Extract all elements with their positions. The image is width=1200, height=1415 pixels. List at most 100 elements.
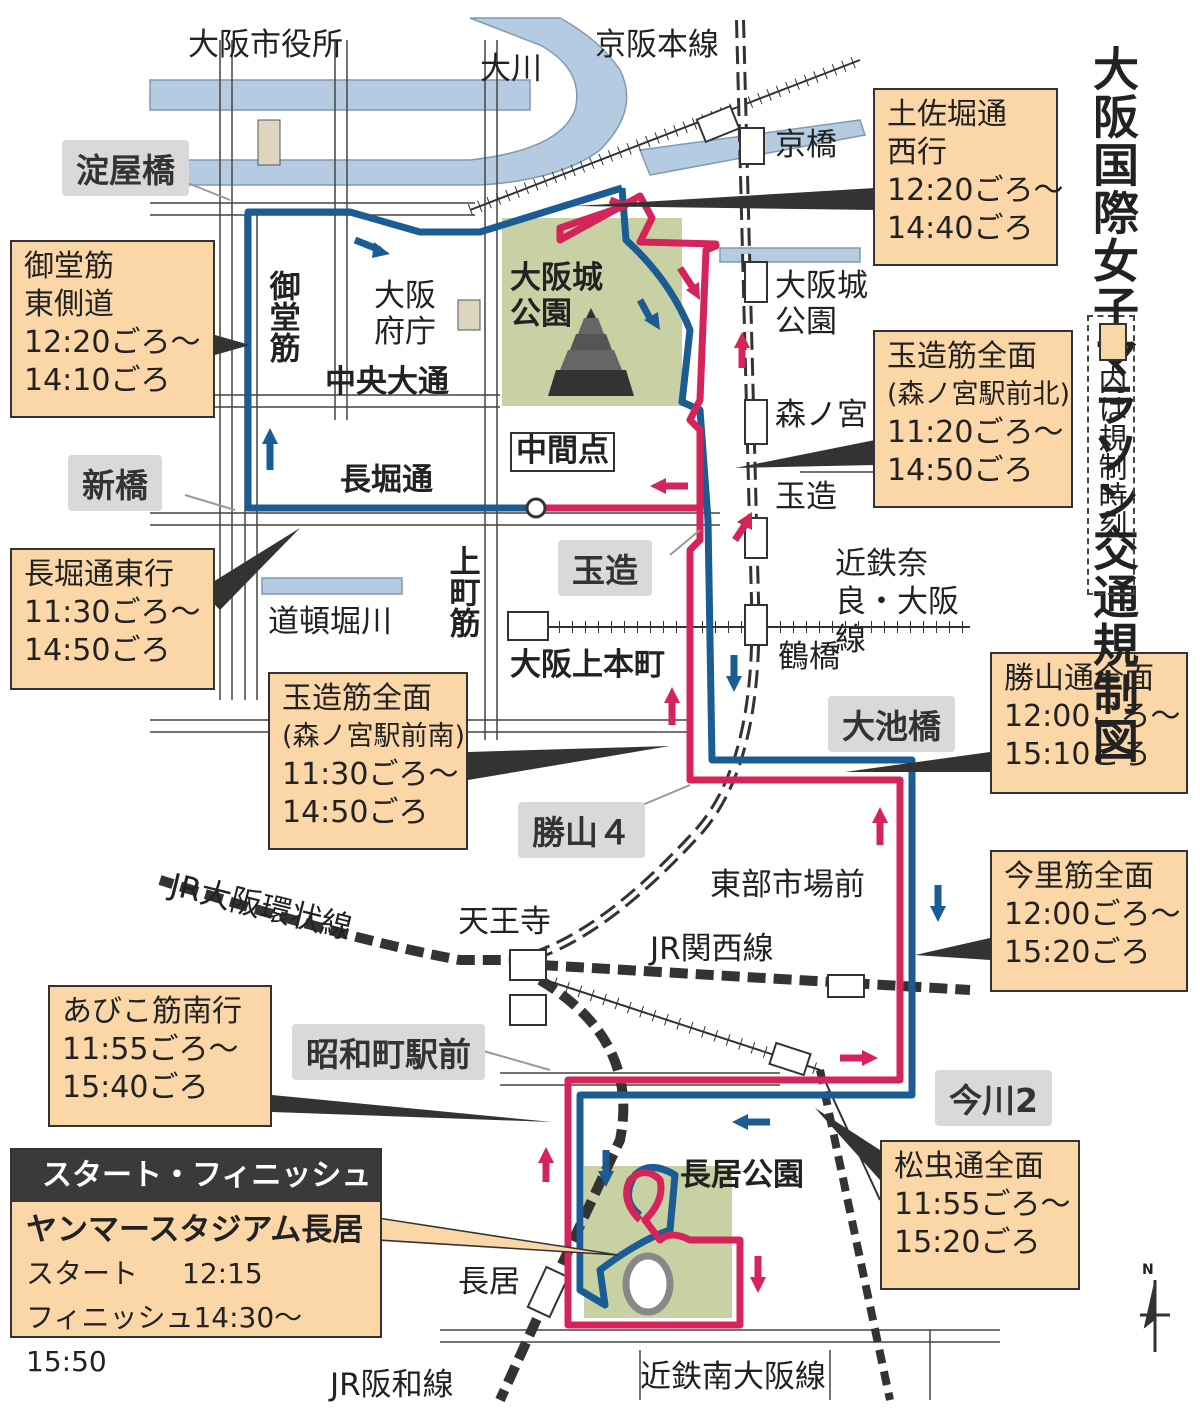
label-jr-kansai: JR関西線 [650, 931, 774, 967]
restriction-line: 15:20ごろ [1004, 935, 1151, 970]
callout-pointers [200, 188, 990, 1256]
label-keihan: 京阪本線 [595, 27, 719, 63]
restriction-box-midosuji: 御堂筋 東側道 12:20ごろ～ 14:10ごろ [10, 240, 215, 418]
restriction-line: 玉造筋全面 [887, 339, 1037, 374]
legend-text: 内は規制時刻 [1094, 365, 1128, 539]
gray-label-imagawa2: 今川2 [935, 1070, 1052, 1126]
label-chuo-odori: 中央大通 [325, 364, 449, 400]
restriction-line: 14:10ごろ [24, 363, 171, 398]
start-row: スタート 12:15 [26, 1252, 366, 1296]
stadium-track-icon [622, 1252, 674, 1316]
restriction-box-imazato: 今里筋全面 12:00ごろ～ 15:20ごろ [990, 850, 1188, 992]
restriction-box-matsumushi: 松虫通全面 11:55ごろ～ 15:20ごろ [880, 1140, 1080, 1290]
restriction-line: 12:00ごろ～ [1004, 699, 1181, 734]
restriction-line: 松虫通全面 [894, 1149, 1044, 1184]
restriction-line: 12:20ごろ～ [24, 325, 201, 360]
north-river [149, 79, 531, 111]
restriction-line: 東側道 [24, 287, 114, 322]
restriction-line: 長堀通東行 [24, 557, 174, 592]
label-midosuji: 御堂筋 [263, 270, 300, 363]
restriction-line: 15:10ごろ [1004, 737, 1151, 772]
restriction-line: 14:50ごろ [887, 453, 1034, 488]
midpoint-marker [525, 497, 547, 519]
restriction-line: 11:30ごろ～ [282, 757, 459, 792]
label-tobu-market: 東部市場前 [710, 867, 865, 903]
restriction-line: 12:00ごろ～ [1004, 897, 1181, 932]
label-okawa: 大川 [480, 51, 542, 87]
restriction-line: 15:40ごろ [62, 1070, 209, 1105]
legend-swatch [1099, 323, 1127, 361]
restriction-line: 14:50ごろ [24, 633, 171, 668]
restriction-line: 11:30ごろ～ [24, 595, 201, 630]
start-finish-box: スタート・フィニッシュ ヤンマースタジアム長居 スタート 12:15 フィニッシュ… [10, 1148, 382, 1378]
restriction-line: 土佐堀通 [887, 97, 1007, 132]
direction-arrows [262, 236, 946, 1293]
start-time: 12:15 [182, 1257, 263, 1290]
return-route-line [536, 192, 904, 1329]
restriction-box-tamatsukuri-north: 玉造筋全面 (森ノ宮駅前北) 11:20ごろ～ 14:50ごろ [873, 330, 1073, 508]
restriction-line: 御堂筋 [24, 249, 114, 284]
jr-kansai-line [539, 960, 971, 995]
label-uehonmachi: 大阪上本町 [510, 647, 665, 683]
restriction-line: 11:55ごろ～ [62, 1032, 239, 1067]
north-arrow-icon [1140, 1280, 1170, 1352]
stations [507, 104, 865, 1319]
gray-label-oikebashi: 大池橋 [828, 696, 955, 752]
gray-label-shinbashi: 新橋 [68, 455, 162, 511]
gray-label-katsuyama4: 勝山４ [518, 802, 645, 858]
north-label: N [1142, 1262, 1154, 1278]
restriction-line: 玉造筋全面 [282, 681, 432, 716]
restriction-line: (森ノ宮駅前北) [887, 379, 1071, 410]
label-prefecture: 大阪府庁 [374, 278, 436, 350]
label-tsuruhashi: 鶴橋 [778, 639, 840, 675]
start-label: スタート [26, 1257, 139, 1290]
restriction-line: 西行 [887, 135, 947, 170]
restriction-line: 勝山通全面 [1004, 661, 1154, 696]
start-finish-heading: スタート・フィニッシュ [12, 1150, 380, 1202]
restriction-line: 12:20ごろ～ [887, 173, 1064, 208]
gray-label-yodoyabashi: 淀屋橋 [62, 140, 189, 196]
label-osakajo-park: 大阪城公園 [510, 260, 603, 332]
prefecture-building [457, 299, 481, 331]
restriction-line: 14:50ごろ [282, 795, 429, 830]
label-nagahori-dori: 長堀通 [340, 462, 433, 498]
venue-name: ヤンマースタジアム長居 [26, 1212, 364, 1248]
jr-hanwa-line [495, 975, 629, 1403]
label-city-hall: 大阪市役所 [188, 27, 343, 63]
label-midpoint: 中間点 [510, 432, 615, 472]
label-kintetsu-minami: 近鉄南大阪線 [640, 1359, 826, 1395]
label-osakajo-park-station: 大阪城公園 [775, 268, 868, 340]
restriction-box-tosabori: 土佐堀通 西行 12:20ごろ～ 14:40ごろ [873, 88, 1064, 266]
label-morinomiya: 森ノ宮 [775, 397, 868, 433]
restriction-line: 今里筋全面 [1004, 859, 1154, 894]
label-tennoji: 天王寺 [458, 904, 551, 940]
label-kintetsu-nara: 近鉄奈良・大阪線 [835, 546, 959, 658]
restriction-line: あびこ筋南行 [62, 994, 242, 1029]
label-nagai-park: 長居公園 [680, 1157, 804, 1193]
restriction-line: 11:55ごろ～ [894, 1187, 1071, 1222]
restriction-box-nagahori: 長堀通東行 11:30ごろ～ 14:50ごろ [10, 548, 215, 690]
restriction-line: 15:20ごろ [894, 1225, 1041, 1260]
label-nagai: 長居 [458, 1264, 520, 1300]
osaka-castle-icon [548, 308, 634, 396]
gray-label-tamatsukuri: 玉造 [558, 540, 652, 596]
label-dotonbori: 道頓堀川 [268, 604, 392, 640]
map-title: 大阪国際女子マラソン交通規制図 [1086, 45, 1140, 765]
label-tamatsukuri-station: 玉造 [775, 479, 837, 515]
canal [719, 247, 861, 263]
label-kyobashi: 京橋 [775, 127, 837, 163]
finish-label: フィニッシュ [26, 1301, 194, 1334]
label-jr-hanwa: JR阪和線 [330, 1367, 454, 1403]
restriction-box-tamatsukuri-south: 玉造筋全面 (森ノ宮駅前南) 11:30ごろ～ 14:50ごろ [268, 672, 468, 850]
restriction-line: 14:40ごろ [887, 211, 1034, 246]
okawa-river [149, 17, 628, 186]
restriction-box-abiko: あびこ筋南行 11:55ごろ～ 15:40ごろ [48, 985, 272, 1127]
gray-label-showacho: 昭和町駅前 [292, 1024, 485, 1080]
legend: 内は規制時刻 [1087, 315, 1135, 595]
gray-label-pointers [179, 179, 701, 1071]
restriction-line: (森ノ宮駅前南) [282, 721, 466, 752]
restriction-box-katsuyama: 勝山通全面 12:00ごろ～ 15:10ごろ [990, 652, 1188, 794]
restriction-line: 11:20ごろ～ [887, 415, 1064, 450]
city-hall-building [257, 119, 281, 166]
